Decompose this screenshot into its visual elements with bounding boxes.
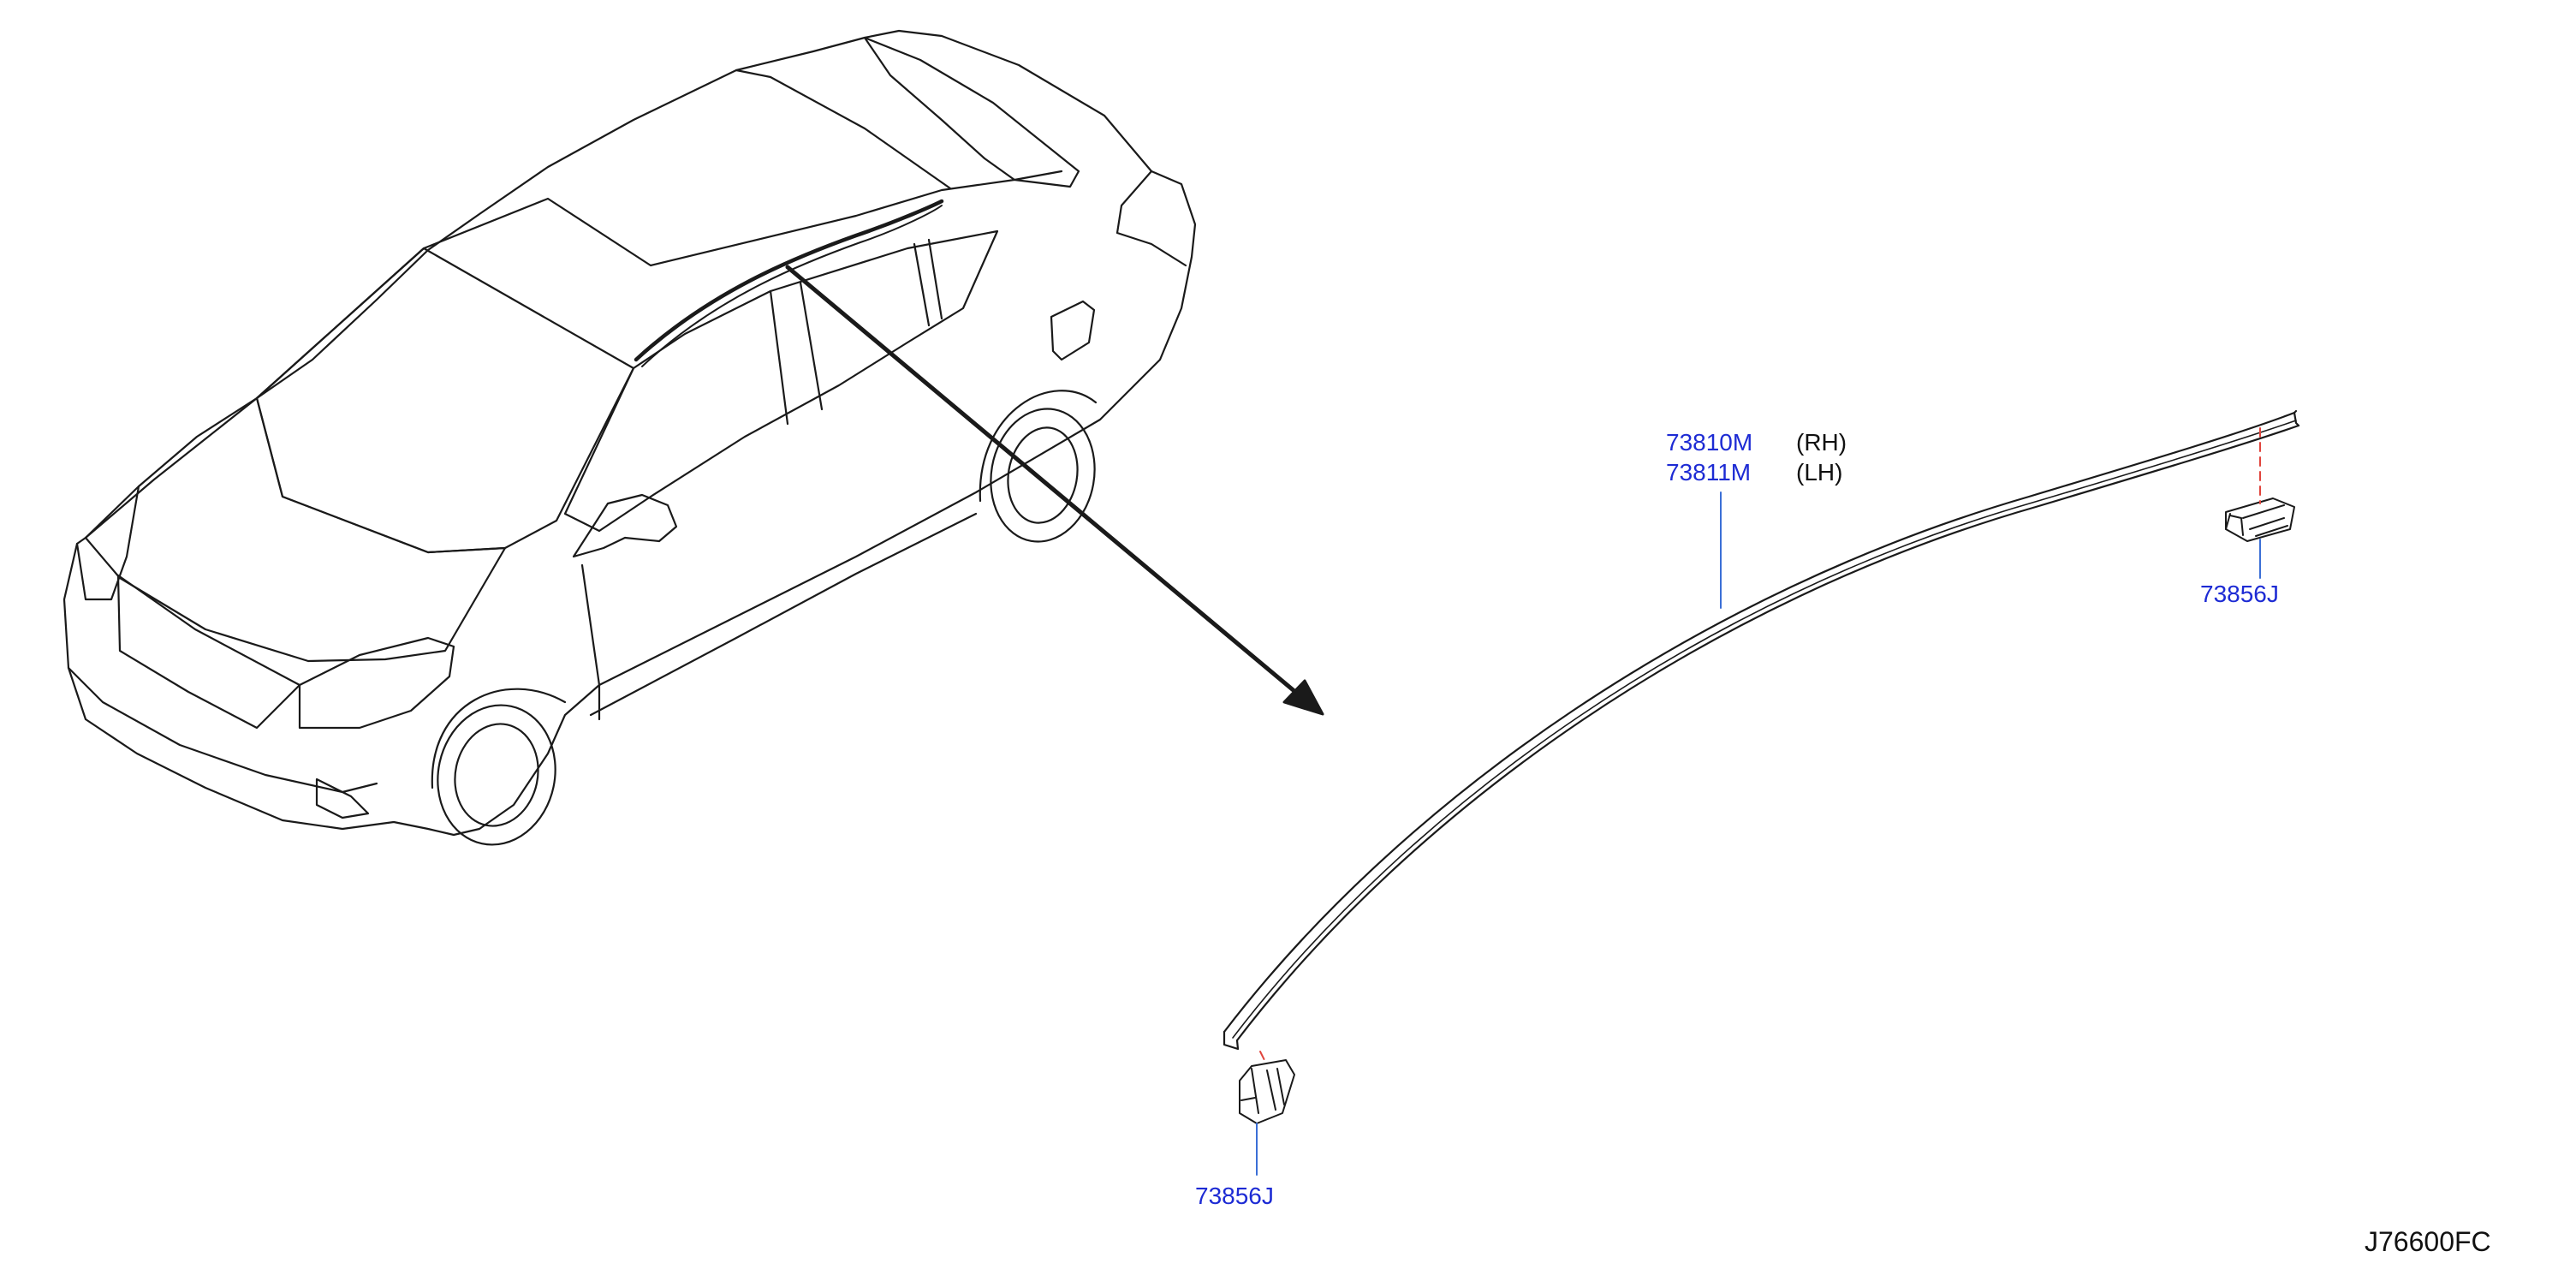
clip-rear-part-number: 73856J: [2200, 581, 2279, 607]
car-headlight: [298, 636, 455, 730]
car-c-pillar: [913, 242, 931, 327]
car-roofline: [255, 170, 1063, 400]
car-door-line: [580, 563, 601, 721]
car-sill-line: [589, 512, 978, 717]
car-illustration: [62, 29, 1197, 846]
roof-molding-lower-edge: [1235, 424, 2300, 1042]
car-fuel-door: [1050, 300, 1096, 361]
car-roof-molding-highlight: [634, 199, 944, 362]
car-c-pillar-rear: [927, 238, 943, 320]
car-b-pillar: [769, 289, 789, 426]
car-fog-lamp: [315, 778, 370, 819]
car-grille: [116, 574, 301, 730]
car-front-bumper: [67, 666, 378, 794]
figure-code: J76600FC: [2365, 1226, 2491, 1257]
car-roof-rear: [735, 69, 952, 190]
car-roof-molding-edge: [641, 205, 943, 367]
molding-lh-part-number: 73811M: [1666, 459, 1752, 486]
location-arrow: [785, 265, 1324, 716]
car-body-outline: [62, 29, 1197, 837]
car-rear-wheel: [979, 390, 1098, 543]
molding-rh-part-number: 73810M: [1666, 429, 1753, 456]
car-b-pillar-rear: [799, 281, 824, 411]
roof-molding-rear-end: [2293, 409, 2300, 427]
car-tail: [1115, 170, 1187, 267]
car-hood: [84, 396, 507, 663]
roof-molding-front-end: [1223, 1030, 1240, 1051]
roof-molding-inner-line: [1232, 420, 2297, 1039]
car-side-windows: [563, 229, 999, 533]
roof-molding-upper-edge: [1223, 411, 2296, 1034]
car-windshield: [255, 247, 635, 554]
clip-front-part-number: 73856J: [1195, 1183, 1274, 1209]
roof-molding: [1223, 409, 2300, 1051]
dashed-alignment-lines: [1259, 427, 2261, 1063]
car-front-wheel: [431, 688, 567, 846]
car-left-edge: [75, 485, 140, 601]
leader-lines: [1256, 492, 2261, 1176]
car-side-mirror: [572, 493, 678, 558]
clip-rear: [2225, 497, 2295, 542]
molding-lh-side-label: (LH): [1796, 459, 1843, 486]
front-clip-alignment: [1259, 1051, 1266, 1063]
molding-rh-side-label: (RH): [1796, 429, 1847, 456]
car-rear-window: [863, 36, 1080, 188]
clip-front: [1239, 1059, 1295, 1124]
